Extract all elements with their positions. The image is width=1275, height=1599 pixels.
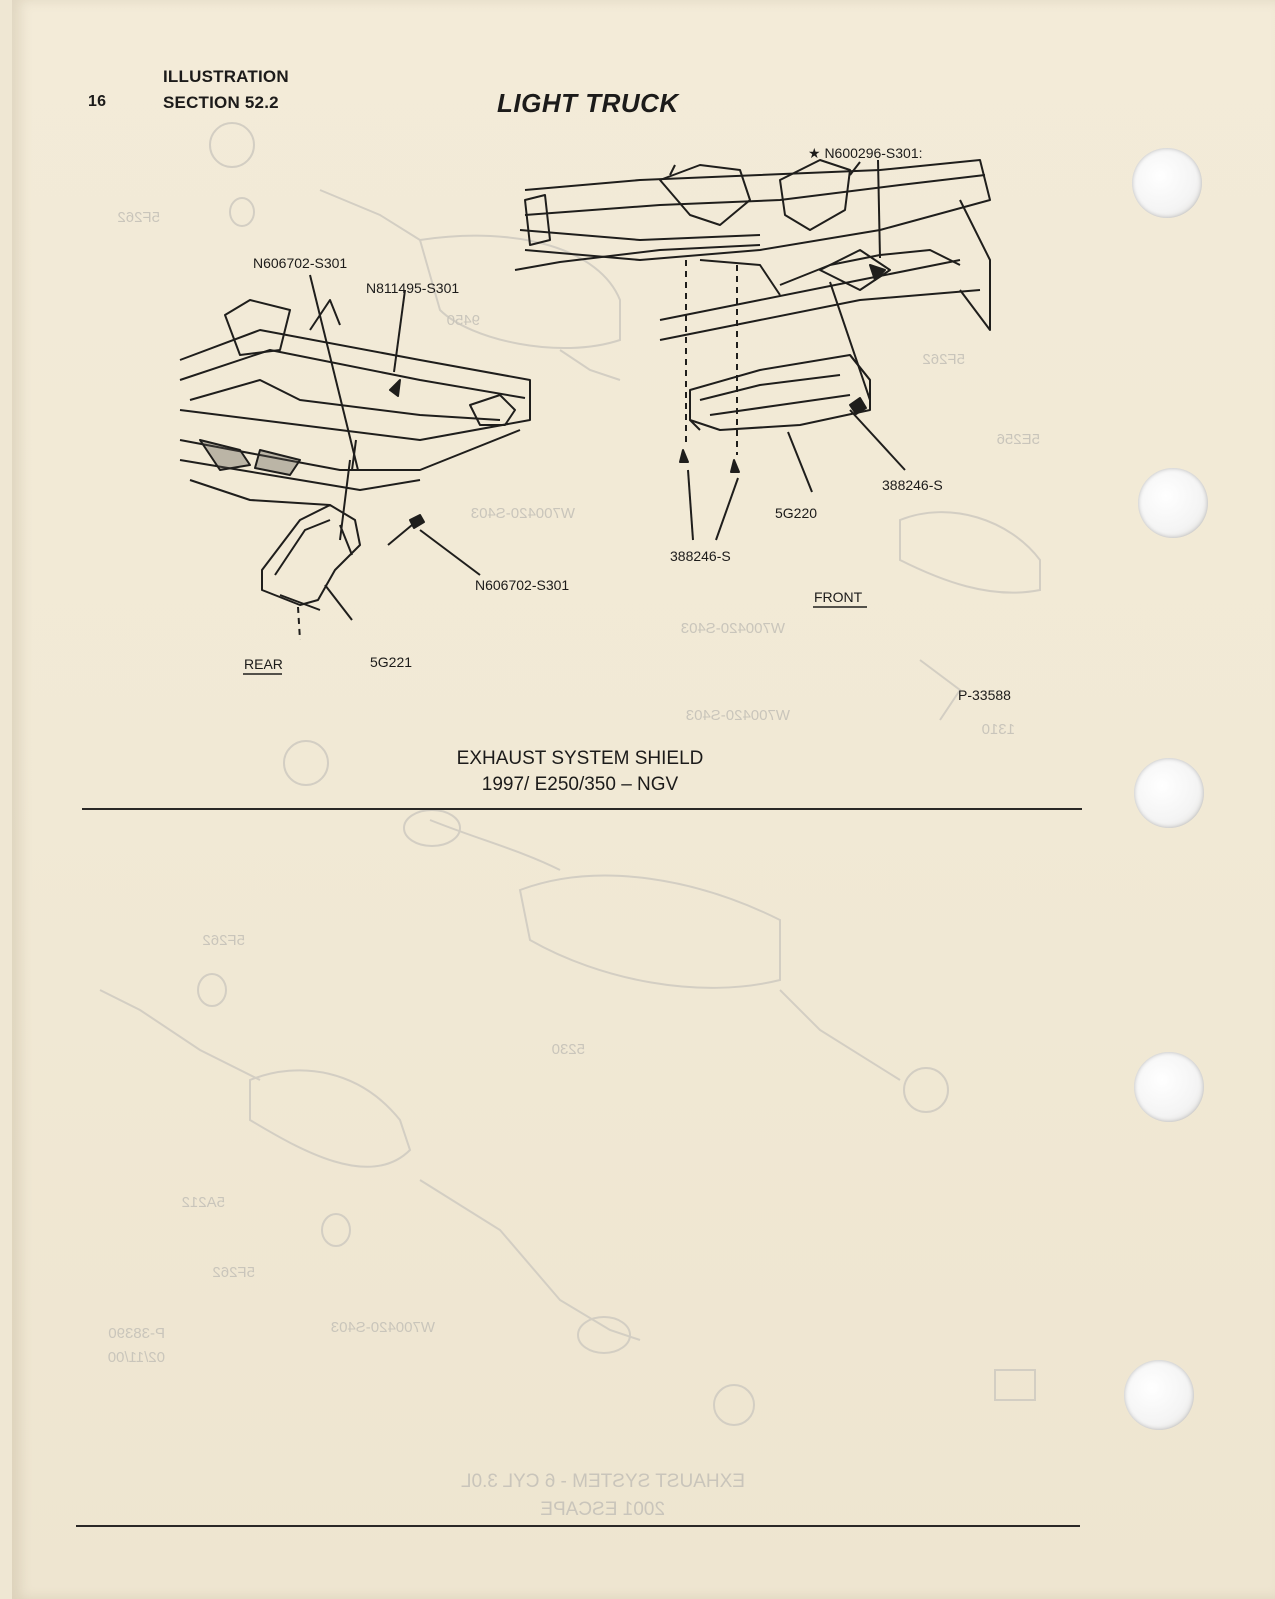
ghost-caption: EXHAUST SYSTEM - 6 CYL 3.0L — [461, 1471, 745, 1492]
front-shield-5g220 — [689, 354, 871, 431]
part-label-388246: 388246-S — [882, 477, 943, 493]
ghost-label: 5F262 — [117, 209, 160, 226]
ghost-label: W700420-S403 — [686, 707, 790, 724]
ghost-label: W700420-S403 — [471, 505, 575, 522]
ghost-label: 5230 — [552, 1041, 585, 1058]
binder-hole — [1138, 468, 1208, 538]
ghost-label: 9450 — [447, 312, 480, 329]
binder-hole — [1124, 1360, 1194, 1430]
ghost-label: 5F262 — [212, 1264, 255, 1281]
ghost-label: 5E256 — [997, 431, 1040, 448]
part-label-5g220: 5G220 — [775, 505, 817, 521]
ghost-label: 1310 — [982, 721, 1015, 738]
rear-shield-5g221 — [261, 504, 361, 606]
part-label-n811495: N811495-S301 — [366, 280, 459, 296]
part-label-n600296: ★ N600296-S301: — [808, 145, 923, 161]
manual-page — [12, 0, 1275, 1599]
binder-hole — [1132, 148, 1202, 218]
diagram-subcaption: 1997/ E250/350 – NGV — [481, 774, 679, 795]
part-label-388246: 388246-S — [670, 548, 731, 564]
ghost-label: 02/11/00 — [108, 1349, 165, 1366]
diagram-caption: EXHAUST SYSTEM SHIELD — [456, 748, 704, 769]
section-label: SECTION 52.2 — [163, 93, 279, 112]
ghost-label: 5F262 — [202, 932, 245, 949]
page-title: LIGHT TRUCK — [497, 88, 679, 118]
page-bottom-rule — [76, 1525, 1080, 1527]
illustration-label: ILLUSTRATION — [163, 67, 289, 86]
binder-hole — [1134, 758, 1204, 828]
part-label-n606702: N606702-S301 — [475, 577, 569, 593]
ghost-label: W700420-S403 — [331, 1319, 435, 1336]
ghost-label: 5F262 — [922, 351, 965, 368]
binder-hole — [1134, 1052, 1204, 1122]
front-label: FRONT — [814, 589, 863, 605]
ghost-label: P-38390 — [108, 1325, 165, 1342]
front-frame-rail — [524, 159, 991, 261]
rear-label: REAR — [244, 656, 283, 672]
part-label-n606702: N606702-S301 — [253, 255, 347, 271]
reference-number: P-33588 — [958, 687, 1011, 703]
section-divider — [82, 808, 1082, 810]
ghost-label: W700420-S403 — [681, 620, 785, 637]
ghost-caption: 2001 ESCAPE — [540, 1499, 665, 1520]
ghost-label: 5A212 — [182, 1194, 225, 1211]
page-number: 16 — [88, 93, 107, 110]
part-label-5g221: 5G221 — [370, 654, 412, 670]
rear-frame-rail — [179, 329, 531, 441]
